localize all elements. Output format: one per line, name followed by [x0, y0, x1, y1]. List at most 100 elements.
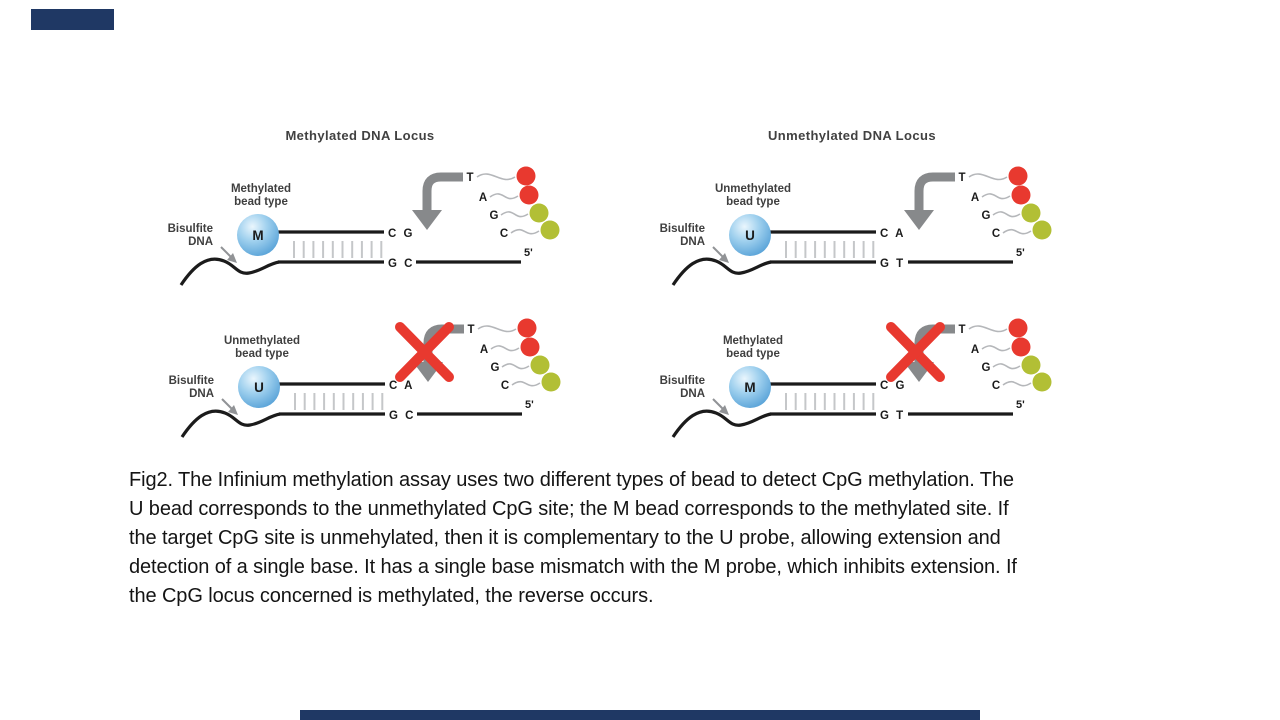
bead-letter: M	[252, 228, 263, 243]
nucleotide-base-C: C	[501, 380, 509, 392]
nucleotide-dye-C	[541, 372, 561, 392]
nucleotide-dye-C	[1032, 372, 1052, 392]
nucleotide-tail-A	[981, 345, 1011, 352]
blocked-x-icon	[395, 322, 454, 382]
template-end-bases: G C	[388, 258, 414, 270]
probe-end-bases: C A	[389, 380, 414, 392]
nucleotide-dye-C	[540, 220, 560, 240]
bisulfite-dna-label: Bisulfite	[660, 223, 705, 235]
bead-type-label: Unmethylated	[715, 183, 791, 195]
nucleotide-tail-G	[500, 211, 529, 218]
nucleotide-base-T: T	[467, 324, 474, 336]
base-pair-ticks	[293, 241, 383, 258]
nucleotide-tail-A	[490, 345, 520, 352]
nucleotide-base-T: T	[958, 324, 965, 336]
panel-title: Methylated DNA Locus	[285, 128, 434, 143]
slide-accent-box	[31, 9, 114, 30]
bisulfite-pointer-arrow	[712, 246, 724, 258]
bead-letter: M	[744, 380, 755, 395]
extension-arrow	[422, 172, 463, 211]
caption-line: detection of a single base. It has a sin…	[129, 556, 1017, 578]
nucleotide-dye-C	[1032, 220, 1052, 240]
nucleotide-tail-C	[511, 380, 541, 387]
nucleotide-dye-G	[1021, 203, 1041, 223]
nucleotide-tail-G	[501, 363, 530, 370]
nucleotide-dye-G	[530, 355, 550, 375]
nucleotide-base-G: G	[491, 362, 500, 374]
bead-letter: U	[254, 380, 264, 395]
nucleotide-tail-T	[476, 173, 516, 181]
nucleotide-dye-G	[529, 203, 549, 223]
bisulfite-dna-strand	[671, 257, 772, 286]
nucleotide-base-G: G	[490, 210, 499, 222]
bisulfite-dna-strand	[179, 257, 280, 286]
nucleotide-tail-G	[992, 211, 1021, 218]
probe-end-bases: C G	[388, 228, 414, 240]
caption-line: U bead corresponds to the unmethylated C…	[129, 498, 1009, 520]
nucleotide-dye-T	[517, 318, 537, 338]
five-prime-label: 5'	[1016, 247, 1025, 259]
bead-letter: U	[745, 228, 755, 243]
extension-arrowhead	[904, 210, 934, 230]
caption-line: Fig2. The Infinium methylation assay use…	[129, 469, 1014, 491]
caption-line: the CpG locus concerned is methylated, t…	[129, 585, 654, 607]
nucleotide-dye-A	[520, 337, 540, 357]
bisulfite-dna-label: Bisulfite	[168, 223, 213, 235]
extension-arrowhead	[412, 210, 442, 230]
nucleotide-tail-T	[968, 173, 1008, 181]
nucleotide-tail-A	[981, 193, 1011, 200]
nucleotide-tail-C	[1002, 380, 1032, 387]
bisulfite-pointer-arrowhead	[719, 405, 729, 415]
probe-end-bases: C G	[880, 380, 906, 392]
bead-type-label: bead type	[234, 196, 288, 208]
template-end-bases: G C	[389, 410, 415, 422]
bead-type-label: Methylated	[231, 183, 291, 195]
probe-end-bases: C A	[880, 228, 905, 240]
bead-type-label: bead type	[726, 348, 780, 360]
bisulfite-pointer-arrow	[221, 398, 233, 410]
panel-title: Unmethylated DNA Locus	[768, 128, 936, 143]
template-end-bases: G T	[880, 258, 905, 270]
nucleotide-dye-A	[519, 185, 539, 205]
bisulfite-pointer-arrow	[712, 398, 724, 410]
nucleotide-tail-A	[489, 193, 519, 200]
bisulfite-dna-label: DNA	[189, 388, 214, 400]
nucleotide-dye-T	[1008, 166, 1028, 186]
template-end-bases: G T	[880, 410, 905, 422]
nucleotide-tail-C	[510, 228, 540, 235]
bead	[238, 366, 280, 408]
five-prime-label: 5'	[525, 399, 534, 411]
nucleotide-dye-A	[1011, 185, 1031, 205]
bisulfite-dna-label: Bisulfite	[660, 375, 705, 387]
nucleotide-base-A: A	[971, 344, 979, 356]
nucleotide-tail-T	[968, 325, 1008, 333]
base-pair-ticks	[294, 393, 384, 410]
nucleotide-dye-A	[1011, 337, 1031, 357]
nucleotide-base-C: C	[992, 228, 1000, 240]
base-pair-ticks	[785, 393, 875, 410]
bead-type-label: bead type	[235, 348, 289, 360]
blocked-x-icon	[886, 322, 945, 382]
nucleotide-base-C: C	[992, 380, 1000, 392]
nucleotide-dye-T	[516, 166, 536, 186]
nucleotide-base-T: T	[466, 172, 473, 184]
nucleotide-dye-G	[1021, 355, 1041, 375]
bisulfite-pointer-arrowhead	[227, 253, 237, 263]
nucleotide-base-A: A	[971, 192, 979, 204]
bead	[729, 366, 771, 408]
bisulfite-dna-strand	[671, 409, 772, 438]
bead-type-label: Methylated	[723, 335, 783, 347]
nucleotide-tail-G	[992, 363, 1021, 370]
nucleotide-base-G: G	[982, 362, 991, 374]
bisulfite-dna-label: Bisulfite	[169, 375, 214, 387]
nucleotide-base-A: A	[480, 344, 488, 356]
nucleotide-dye-T	[1008, 318, 1028, 338]
bead	[237, 214, 279, 256]
bead	[729, 214, 771, 256]
nucleotide-base-A: A	[479, 192, 487, 204]
